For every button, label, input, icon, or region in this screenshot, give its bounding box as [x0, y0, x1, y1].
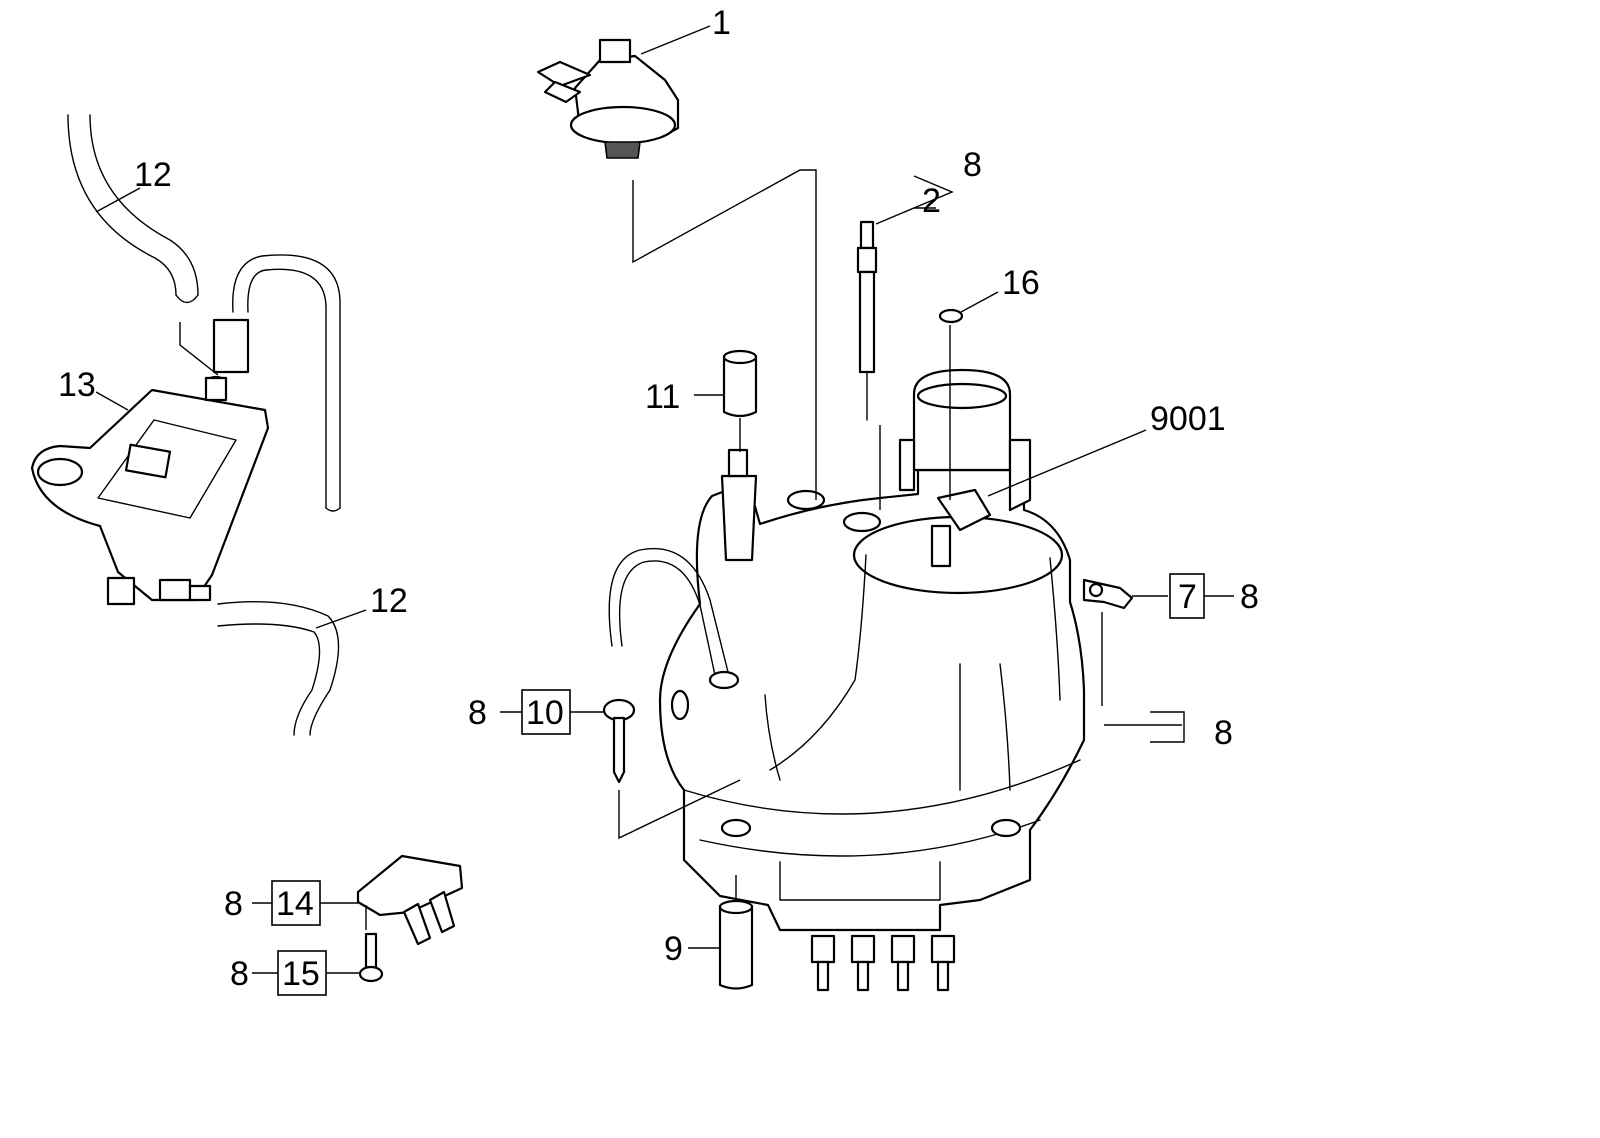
callout-1: 1: [712, 4, 731, 42]
callout-7: 7: [1178, 578, 1197, 616]
callout-14: 14: [276, 885, 314, 923]
callout-16: 16: [1002, 264, 1040, 302]
callout-10: 10: [526, 694, 564, 732]
temperature-probe-part: [856, 220, 878, 421]
callout-15: 15: [282, 955, 320, 993]
callout-10-ref: 8: [468, 694, 487, 732]
valve-body-part: [30, 318, 270, 606]
sleeve-part-9: [718, 899, 754, 990]
callout-11: 11: [645, 378, 680, 416]
silicone-tubes-part: [67, 114, 341, 736]
clip-part: [938, 308, 964, 324]
callout-9001: 9001: [1150, 400, 1226, 438]
callout-7-ref: 8: [1240, 578, 1259, 616]
thermostat-part: [356, 854, 464, 946]
callout-labels: 1 8 2 16 9001 11 12 13 12 7 8 8 8 10 9 8…: [58, 4, 1259, 993]
callout-8-right: 8: [1214, 714, 1233, 752]
callout-14-ref: 8: [224, 885, 243, 923]
callout-2-ref: 8: [963, 146, 982, 184]
callout-12-bottom: 12: [370, 582, 408, 620]
callout-12-top: 12: [134, 156, 172, 194]
callout-leaders: [95, 25, 1234, 996]
callout-2: 2: [922, 182, 941, 220]
screw-part-10: [602, 698, 636, 784]
pressure-switch-part: [536, 38, 680, 159]
callout-13: 13: [58, 366, 96, 404]
boiler-terminals: [810, 934, 956, 992]
callout-9: 9: [664, 930, 683, 968]
assembly-guide-lines: [179, 169, 1103, 930]
boiler-assembly-part: [608, 368, 1134, 992]
callout-15-ref: 8: [230, 955, 249, 993]
sleeve-part-11: [722, 349, 758, 418]
screw-part-15: [358, 932, 384, 983]
